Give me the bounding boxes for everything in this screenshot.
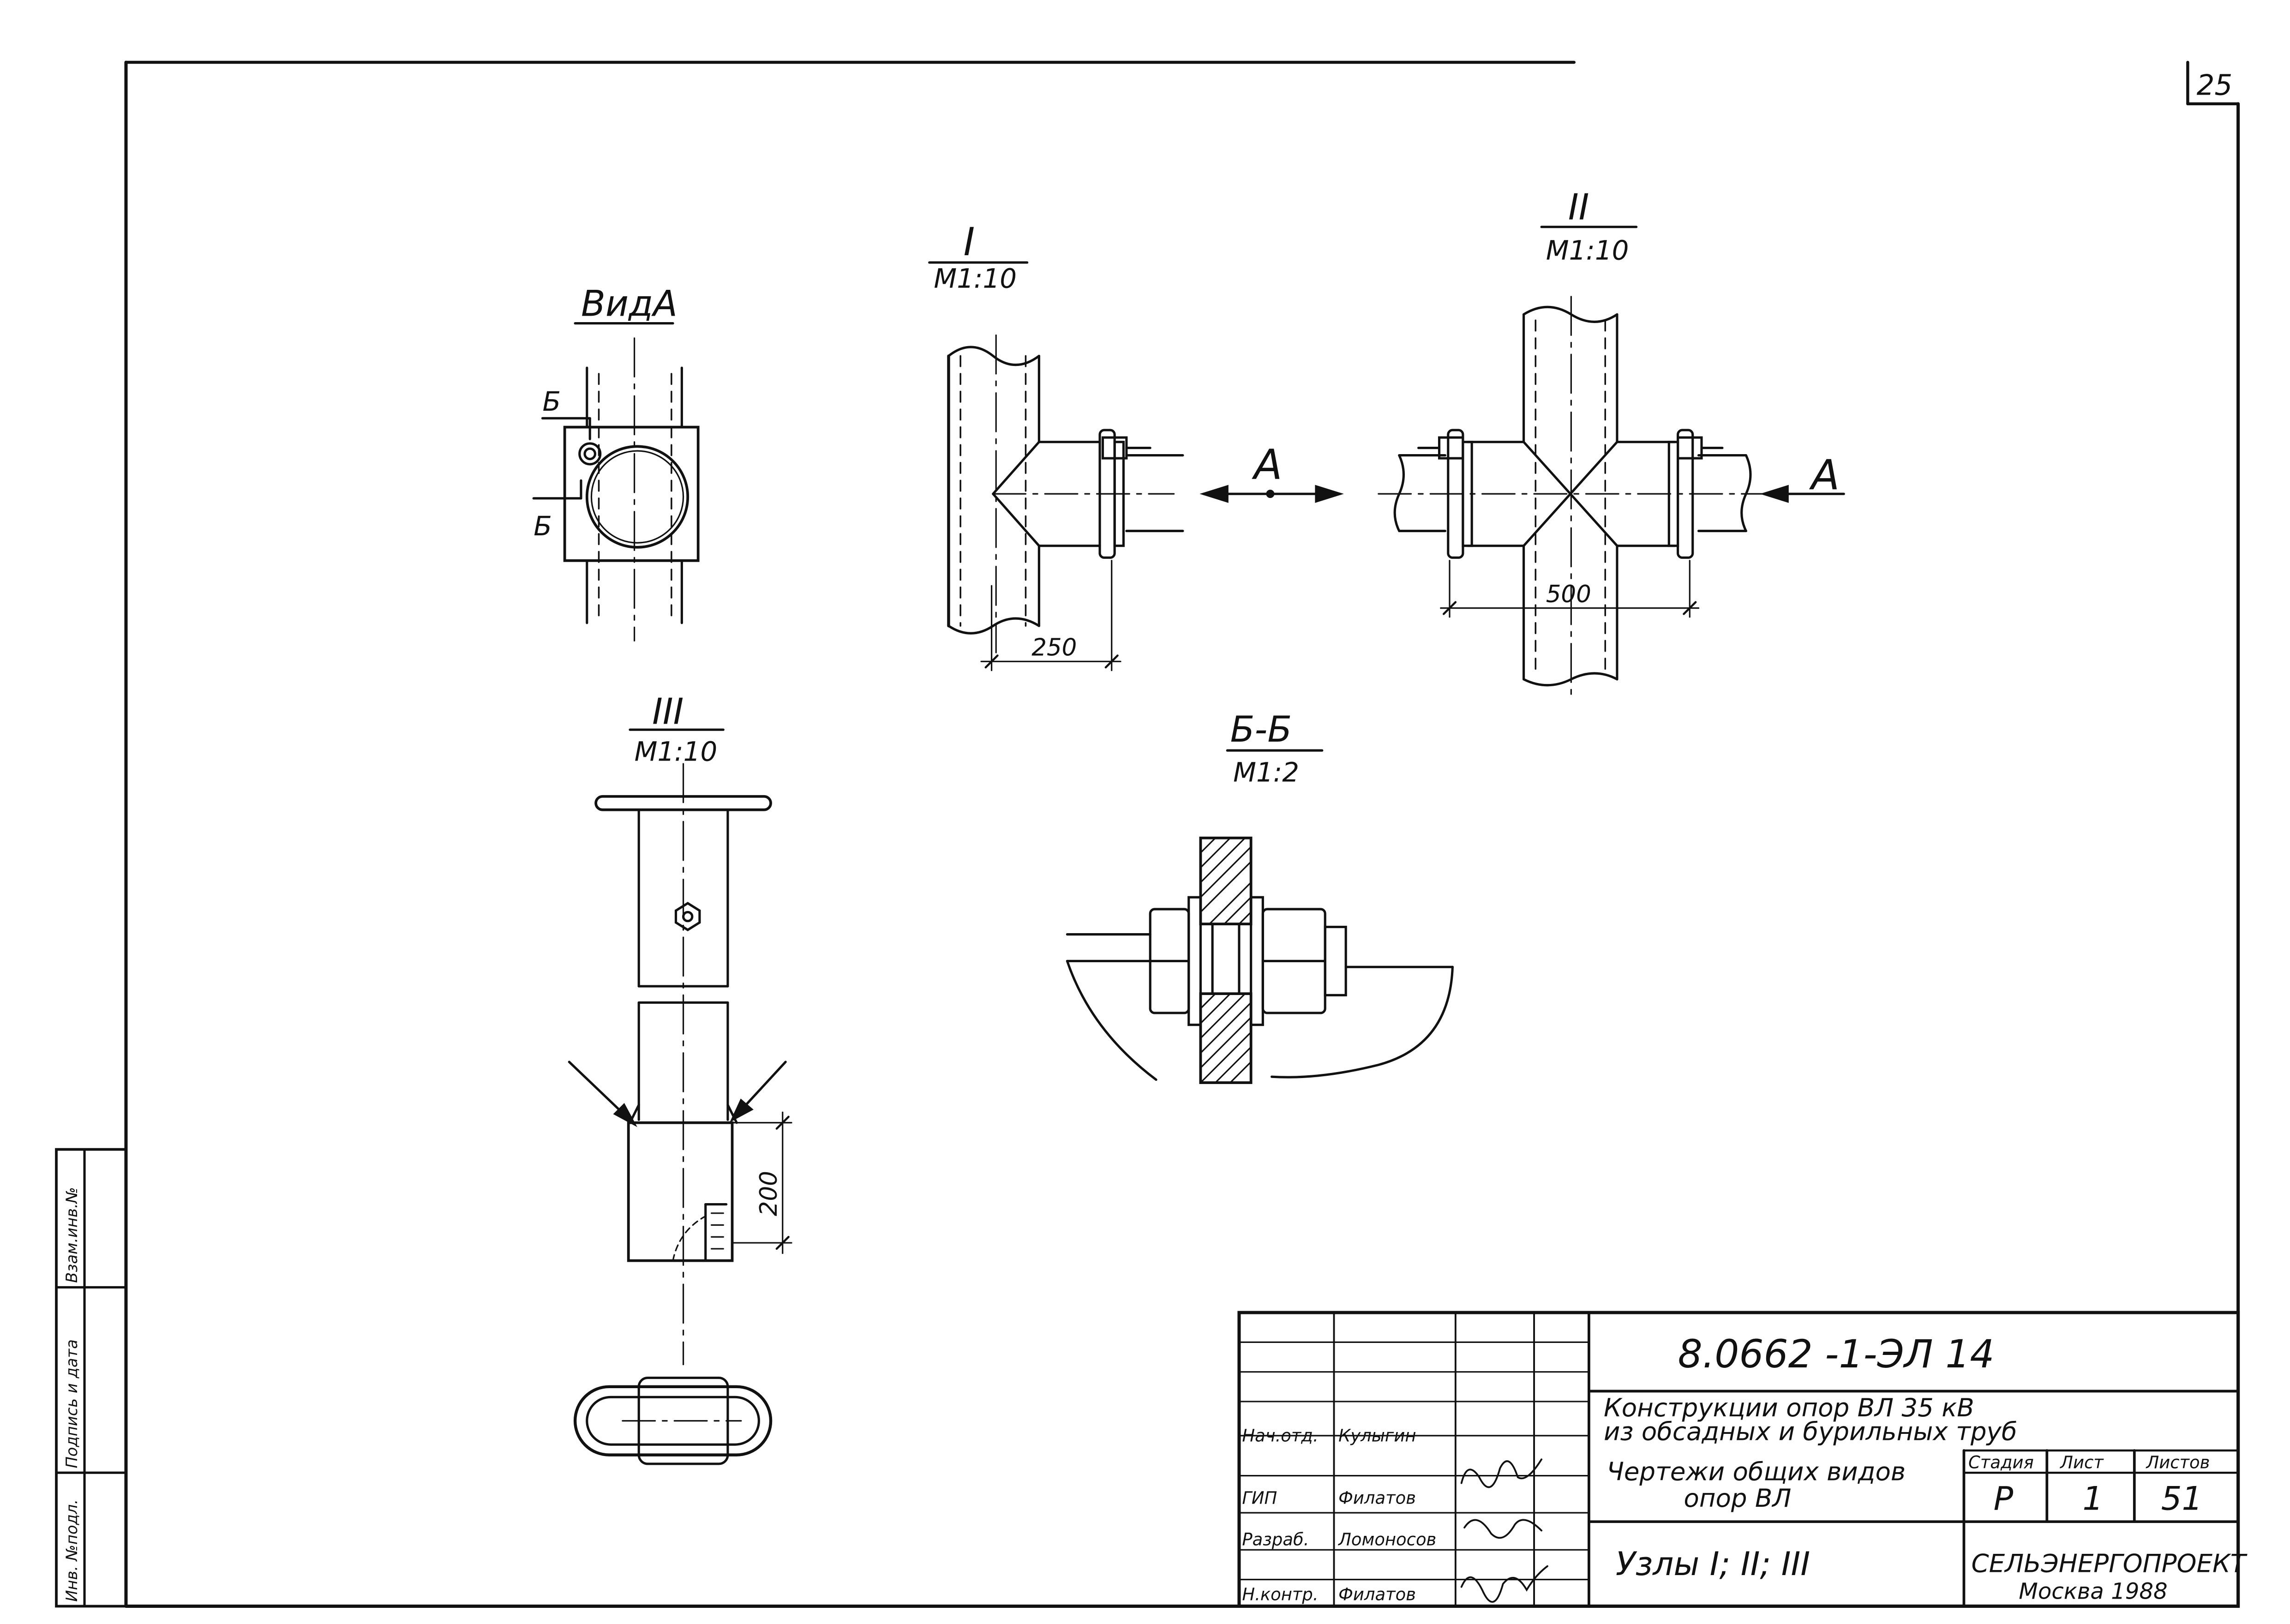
organization: СЕЛЬЭНЕРГОПРОЕКТ bbox=[1971, 1549, 2247, 1578]
node-3-title: III bbox=[652, 691, 683, 732]
title-block bbox=[1237, 1311, 2240, 1608]
stage-value: Р bbox=[1994, 1480, 2014, 1518]
document-code: 8.0662 -1-ЭЛ 14 bbox=[1678, 1331, 1995, 1377]
city-year: Москва 1988 bbox=[2019, 1578, 2167, 1604]
side-strip-cell-2: Подпись и дата bbox=[63, 1339, 81, 1468]
node-1-scale: М1:10 bbox=[934, 263, 1017, 294]
view-a bbox=[532, 322, 700, 641]
node-2 bbox=[1378, 226, 1845, 698]
drawing-title: Узлы I; II; III bbox=[1616, 1545, 1810, 1583]
signer-role-1: Нач.отд. bbox=[1242, 1426, 1318, 1446]
signer-name-3: Ломоносов bbox=[1337, 1530, 1436, 1550]
node-3-scale: М1:10 bbox=[635, 736, 718, 767]
node-1 bbox=[928, 261, 1344, 671]
sheet-title-line-1: Чертежи общих видов bbox=[1607, 1456, 1906, 1486]
node-3 bbox=[568, 728, 792, 1465]
node-2-dimension: 500 bbox=[1546, 581, 1591, 608]
signer-role-2: ГИП bbox=[1242, 1488, 1277, 1508]
signer-name-4: Филатов bbox=[1338, 1585, 1416, 1605]
sheets-header: Листов bbox=[2145, 1453, 2210, 1473]
page-number: 25 bbox=[2197, 69, 2233, 102]
view-a-section-mark-top: Б bbox=[542, 386, 561, 417]
node-3-dimension: 200 bbox=[755, 1171, 783, 1216]
sheet-title-line-2: опор ВЛ bbox=[1684, 1483, 1791, 1513]
view-a-section-mark-bottom: Б bbox=[534, 510, 552, 542]
stage-header: Стадия bbox=[1968, 1453, 2034, 1473]
signer-role-3: Разраб. bbox=[1242, 1530, 1309, 1550]
node-1-title: I bbox=[964, 219, 975, 264]
side-strip-cell-1: Инв. №подл. bbox=[63, 1499, 81, 1602]
sheet-value: 1 bbox=[2082, 1480, 2103, 1518]
signer-name-1: Кулыгин bbox=[1338, 1426, 1416, 1446]
section-bb-title: Б-Б bbox=[1230, 709, 1292, 750]
node-2-arrow-label: А bbox=[1809, 451, 1840, 499]
node-1-dimension: 250 bbox=[1031, 634, 1077, 661]
sheets-value: 51 bbox=[2161, 1480, 2203, 1518]
node-2-title: II bbox=[1568, 187, 1589, 228]
view-a-title: ВидА bbox=[581, 283, 677, 324]
section-bb bbox=[1066, 749, 1454, 1084]
sheet-header: Лист bbox=[2059, 1453, 2104, 1473]
node-2-scale: М1:10 bbox=[1546, 234, 1629, 266]
side-strip-cell-3: Взам.инв.№ bbox=[63, 1187, 81, 1283]
signer-role-4: Н.контр. bbox=[1242, 1585, 1318, 1605]
side-strip bbox=[55, 1148, 127, 1608]
project-title-line-1: Конструкции опор ВЛ 35 кВ bbox=[1604, 1393, 1974, 1422]
section-bb-scale: М1:2 bbox=[1233, 757, 1299, 788]
node-1-arrow-label: А bbox=[1252, 441, 1283, 489]
project-title-line-2: из обсадных и бурильных труб bbox=[1604, 1416, 2017, 1446]
signer-name-2: Филатов bbox=[1338, 1488, 1416, 1508]
